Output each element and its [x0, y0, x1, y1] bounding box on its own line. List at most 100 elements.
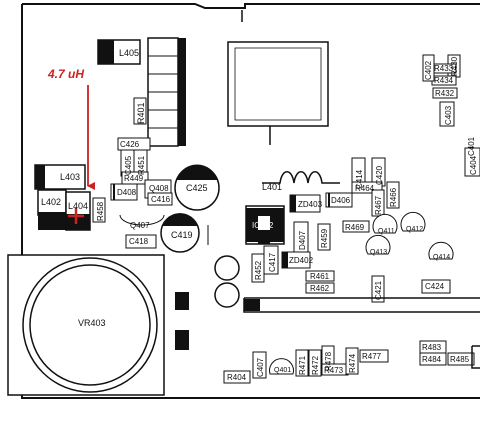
label-c420: C420 [375, 165, 384, 185]
label-r485: R485 [450, 355, 470, 364]
label-c417: C417 [268, 252, 277, 272]
r401-body [133, 97, 147, 125]
label-zd402: ZD402 [289, 256, 314, 265]
label-r469: R469 [345, 223, 365, 232]
r466-body [386, 181, 400, 209]
black-pad-lower [175, 330, 189, 350]
r459-body [317, 223, 331, 251]
l402-pad [38, 212, 66, 230]
label-c401: C401 [467, 136, 476, 156]
r472-body [308, 349, 322, 377]
label-q408: Q408 [149, 184, 169, 193]
zd402-band [282, 252, 288, 268]
r464-body [351, 181, 383, 194]
r432-body [432, 87, 458, 99]
label-r404: R404 [227, 373, 247, 382]
c425-polarity [176, 164, 218, 180]
q413-outline [365, 234, 391, 255]
r471-body [295, 349, 309, 377]
c419-polarity [162, 213, 198, 226]
r461-body [305, 270, 335, 282]
r458-body [92, 197, 106, 223]
slot-pad [244, 299, 260, 311]
label-r401: R401 [136, 102, 146, 124]
label-c404: C404 [469, 155, 478, 175]
label-c414: C414 [355, 169, 364, 189]
label-q411: Q411 [378, 228, 395, 235]
label-c419: C419 [171, 230, 193, 240]
l404-pad [66, 214, 90, 230]
ic402-pad-left [246, 208, 258, 242]
black-pad-upper [175, 292, 189, 310]
label-r478: R478 [324, 351, 333, 371]
label-r432: R432 [435, 89, 455, 98]
label-l405: L405 [119, 48, 139, 58]
label-c416: C416 [151, 195, 171, 204]
c421-body [371, 275, 385, 303]
zd403-band [290, 195, 296, 212]
label-l402: L402 [41, 197, 61, 207]
test-point-lower [214, 282, 240, 308]
r404-body [223, 370, 251, 384]
label-q412: Q412 [406, 226, 423, 233]
r477-body [359, 349, 389, 363]
l403-pad [35, 165, 45, 189]
c416-body [147, 192, 173, 206]
label-l403: L403 [60, 172, 80, 182]
q407-outline [119, 214, 165, 226]
label-c402: C402 [424, 60, 433, 80]
q412-outline [400, 211, 426, 232]
label-r471: R471 [298, 355, 307, 375]
q411-outline [372, 213, 398, 234]
label-r477: R477 [362, 352, 382, 361]
label-c407: C407 [256, 357, 265, 377]
label-r433: R433 [434, 64, 454, 73]
label-c403: C403 [444, 105, 453, 125]
ic402-pad-right [270, 208, 284, 242]
label-r434: R434 [434, 76, 454, 85]
label-r483: R483 [422, 343, 442, 352]
label-r451: R451 [137, 155, 146, 175]
label-r464: R464 [355, 184, 375, 193]
label-vr403: VR403 [78, 318, 106, 328]
annotation-label: 4.7 uH [47, 67, 84, 81]
label-d408: D408 [117, 188, 137, 197]
label-ic402: IC402 [252, 221, 274, 230]
board-outline [21, 3, 480, 399]
c407-body [252, 351, 267, 379]
label-q414: Q414 [433, 254, 450, 261]
label-r459: R459 [320, 228, 329, 248]
vr403-inner [29, 264, 151, 386]
label-r452: R452 [254, 260, 263, 280]
label-r458: R458 [96, 201, 105, 221]
transformer-inner [234, 47, 322, 121]
label-r462: R462 [310, 284, 330, 293]
r469-body [342, 220, 370, 233]
l401-coil [262, 171, 340, 184]
r467-body [371, 189, 385, 217]
label-c418: C418 [129, 237, 149, 246]
label-c424: C424 [425, 282, 445, 291]
label-c421: C421 [374, 280, 383, 300]
c403-body [439, 101, 455, 127]
d406-body [325, 192, 353, 208]
r485-body [447, 352, 475, 366]
l405-pad [98, 40, 114, 64]
label-q413: Q413 [370, 249, 387, 256]
label-r461: R461 [310, 272, 330, 281]
label-r430: R430 [450, 56, 459, 76]
board-slot [243, 297, 480, 313]
test-point-upper [214, 255, 240, 281]
connector-bracket [471, 345, 480, 369]
c418-body [125, 234, 157, 249]
ic402-pad-bottom [258, 230, 270, 244]
label-q401: Q401 [274, 367, 291, 374]
q401-outline [269, 358, 294, 375]
label-c425: C425 [186, 183, 208, 193]
label-q407: Q407 [130, 221, 150, 230]
label-r466: R466 [389, 187, 398, 207]
label-zd403: ZD403 [298, 200, 323, 209]
label-r473: R473 [324, 366, 344, 375]
